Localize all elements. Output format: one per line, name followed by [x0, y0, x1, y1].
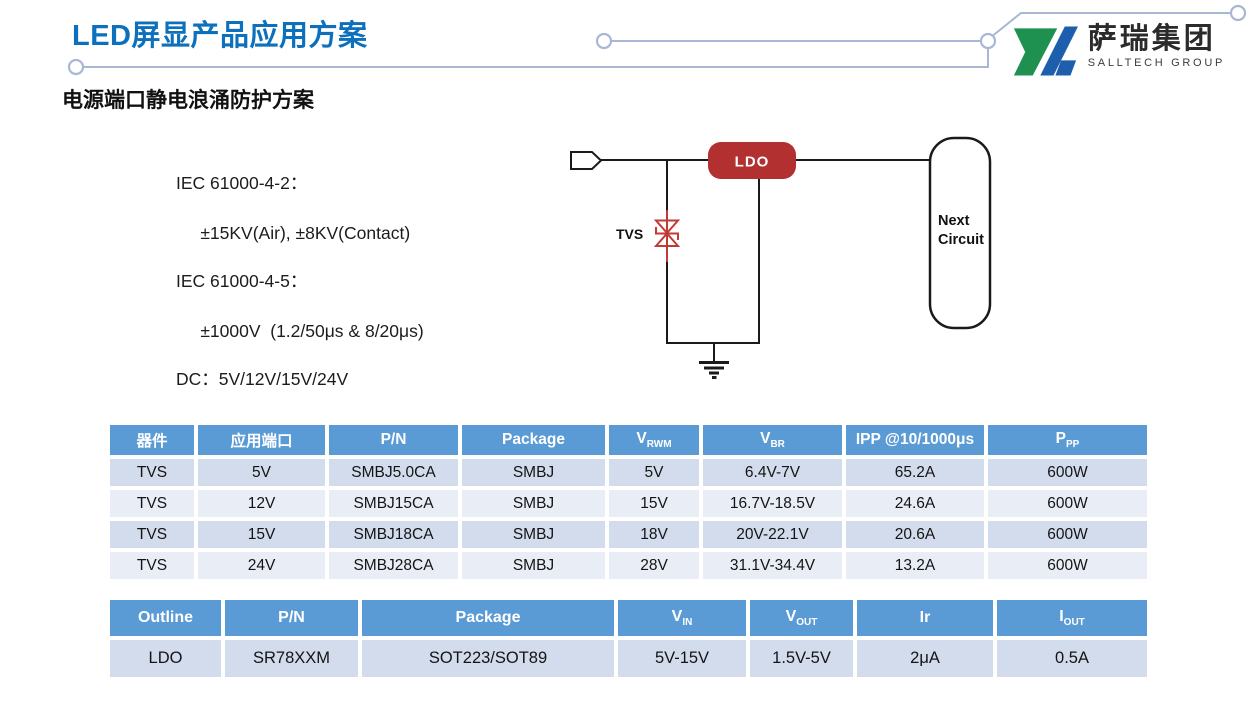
column-header: VRWM: [607, 423, 701, 457]
table-cell: 31.1V-34.4V: [701, 550, 844, 581]
table-cell: 13.2A: [844, 550, 986, 581]
logo-mark-icon: [1013, 26, 1078, 76]
spec-dc-line: DC：5V/12V/15V/24V: [176, 369, 349, 389]
table-cell: 20V-22.1V: [701, 519, 844, 550]
table-cell: SOT223/SOT89: [360, 638, 616, 680]
column-header: VIN: [616, 598, 748, 639]
table-cell: 5V-15V: [616, 638, 748, 680]
table-cell: 6.4V-7V: [701, 457, 844, 488]
table-cell: 1.5V-5V: [748, 638, 855, 680]
table-cell: 600W: [986, 488, 1149, 519]
table-cell: 28V: [607, 550, 701, 581]
table-cell: 15V: [196, 519, 327, 550]
spec-surge-title: IEC 61000-4-5：: [176, 271, 308, 291]
column-header: 器件: [108, 423, 196, 457]
table-cell: 16.7V-18.5V: [701, 488, 844, 519]
next-circuit-box: [928, 136, 992, 330]
trace-node: [979, 32, 997, 50]
spec-dc: DC：5V/12V/15V/24V: [176, 367, 424, 392]
logo-name-en: SALLTECH GROUP: [1087, 56, 1225, 69]
table-cell: 12V: [196, 488, 327, 519]
column-header: Ir: [855, 598, 995, 639]
decorative-trace-lines: [67, 4, 1247, 76]
table-cell: SMBJ: [460, 550, 607, 581]
table-cell: 15V: [607, 488, 701, 519]
trace-node: [1229, 4, 1247, 22]
column-header: P/N: [223, 598, 360, 639]
spec-esd-value: ±15KV(Air), ±8KV(Contact): [200, 223, 411, 243]
table-cell: 65.2A: [844, 457, 986, 488]
column-header: 应用端口: [196, 423, 327, 457]
table-cell: SMBJ: [460, 488, 607, 519]
ground-symbol: [699, 361, 729, 379]
column-header: IPP @10/1000μs: [844, 423, 986, 457]
table-cell: SR78XXM: [223, 638, 360, 680]
page-title: LED屏显产品应用方案: [72, 20, 368, 52]
column-header: Outline: [108, 598, 223, 639]
spec-esd: IEC 61000-4-2： ±15KV(Air), ±8KV(Contact): [176, 171, 424, 246]
logo-text: 萨瑞集团 SALLTECH GROUP: [1087, 23, 1225, 69]
spec-surge: IEC 61000-4-5： ±1000V (1.2/50μs & 8/20μs…: [176, 269, 424, 344]
table-cell: TVS: [108, 488, 196, 519]
column-header: IOUT: [995, 598, 1149, 639]
table-cell: 24V: [196, 550, 327, 581]
table-cell: SMBJ: [460, 519, 607, 550]
next-circuit-label-line2: Circuit: [938, 232, 984, 248]
table-cell: SMBJ5.0CA: [327, 457, 460, 488]
trace-node: [595, 32, 613, 50]
ldo-box: [708, 142, 796, 179]
table-cell: SMBJ28CA: [327, 550, 460, 581]
table-cell: SMBJ18CA: [327, 519, 460, 550]
logo-name-cn: 萨瑞集团: [1087, 23, 1216, 55]
trace-line-diagonal: [992, 12, 1230, 37]
input-connector: [570, 151, 603, 170]
table-cell: 5V: [607, 457, 701, 488]
table-cell: 20.6A: [844, 519, 986, 550]
table-cell: LDO: [108, 638, 223, 680]
table-cell: 600W: [986, 550, 1149, 581]
column-header: VOUT: [748, 598, 855, 639]
table-cell: SMBJ15CA: [327, 488, 460, 519]
table-cell: 18V: [607, 519, 701, 550]
tvs-label: TVS: [616, 226, 643, 242]
column-header: P/N: [327, 423, 460, 457]
column-header: Package: [360, 598, 616, 639]
section-subtitle: 电源端口静电浪涌防护方案: [62, 89, 314, 112]
table-cell: TVS: [108, 519, 196, 550]
circuit-diagram: TVS LDO Next Circuit: [570, 136, 992, 379]
spec-esd-title: IEC 61000-4-2：: [176, 173, 308, 193]
table-cell: 5V: [196, 457, 327, 488]
column-header: PPP: [986, 423, 1149, 457]
column-header: Package: [460, 423, 607, 457]
wire-ground-loop: [666, 179, 760, 344]
table-cell: 2μA: [855, 638, 995, 680]
specs-block: IEC 61000-4-2： ±15KV(Air), ±8KV(Contact)…: [176, 171, 424, 415]
salltech-logo: 萨瑞集团 SALLTECH GROUP: [1012, 23, 1225, 78]
next-circuit-label-line1: Next: [938, 213, 970, 229]
table-cell: SMBJ: [460, 457, 607, 488]
table-cell: 600W: [986, 519, 1149, 550]
table-cell: TVS: [108, 550, 196, 581]
table-cell: 24.6A: [844, 488, 986, 519]
trace-node: [67, 58, 85, 76]
tvs-diode-symbol: [653, 210, 681, 262]
spec-surge-value: ±1000V (1.2/50μs & 8/20μs): [200, 321, 424, 341]
column-header: VBR: [701, 423, 844, 457]
table-cell: TVS: [108, 457, 196, 488]
trace-line-lower: [84, 48, 989, 68]
ldo-label: LDO: [735, 154, 770, 171]
table-cell: 0.5A: [995, 638, 1149, 680]
table-cell: 600W: [986, 457, 1149, 488]
